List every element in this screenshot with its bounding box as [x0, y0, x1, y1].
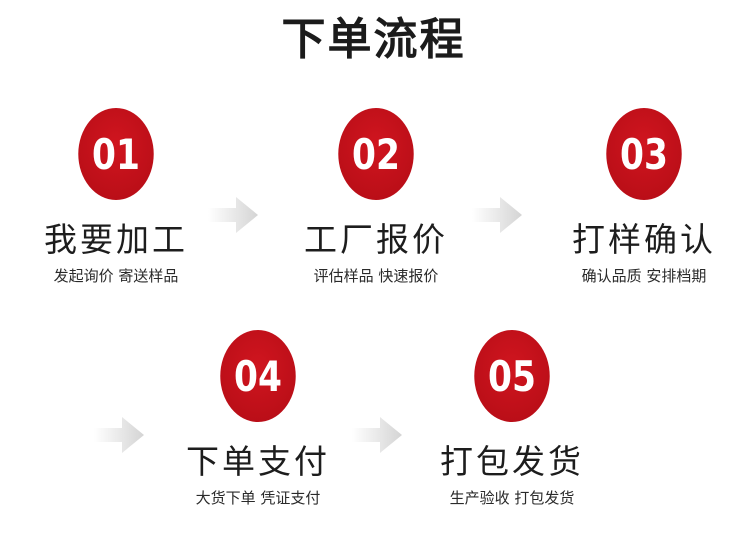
step-subtitle: 发起询价 寄送样品: [53, 267, 179, 285]
step-02: 02 工厂报价 评估样品 快速报价: [276, 108, 476, 286]
step-number-badge: 01: [78, 108, 154, 200]
step-number-badge: 04: [220, 330, 296, 422]
step-subtitle: 评估样品 快速报价: [313, 267, 439, 285]
step-subtitle: 生产验收 打包发货: [449, 489, 575, 507]
arrow-right-icon: [472, 197, 522, 233]
arrow-right-icon: [208, 197, 258, 233]
arrow-right-icon: [352, 417, 402, 453]
step-03: 03 打样确认 确认品质 安排档期: [544, 108, 744, 286]
step-title: 下单支付: [186, 442, 330, 481]
step-number-badge: 02: [338, 108, 414, 200]
step-number-badge: 05: [474, 330, 550, 422]
step-subtitle: 确认品质 安排档期: [581, 267, 707, 285]
step-05: 05 打包发货 生产验收 打包发货: [412, 330, 612, 508]
step-title: 我要加工: [44, 220, 188, 259]
arrow-right-icon: [94, 417, 144, 453]
step-title: 工厂报价: [304, 220, 448, 259]
step-subtitle: 大货下单 凭证支付: [195, 489, 321, 507]
step-number-badge: 03: [606, 108, 682, 200]
step-04: 04 下单支付 大货下单 凭证支付: [158, 330, 358, 508]
step-01: 01 我要加工 发起询价 寄送样品: [16, 108, 216, 286]
step-title: 打样确认: [572, 220, 716, 259]
page-title: 下单流程: [281, 14, 466, 65]
step-title: 打包发货: [440, 442, 584, 481]
